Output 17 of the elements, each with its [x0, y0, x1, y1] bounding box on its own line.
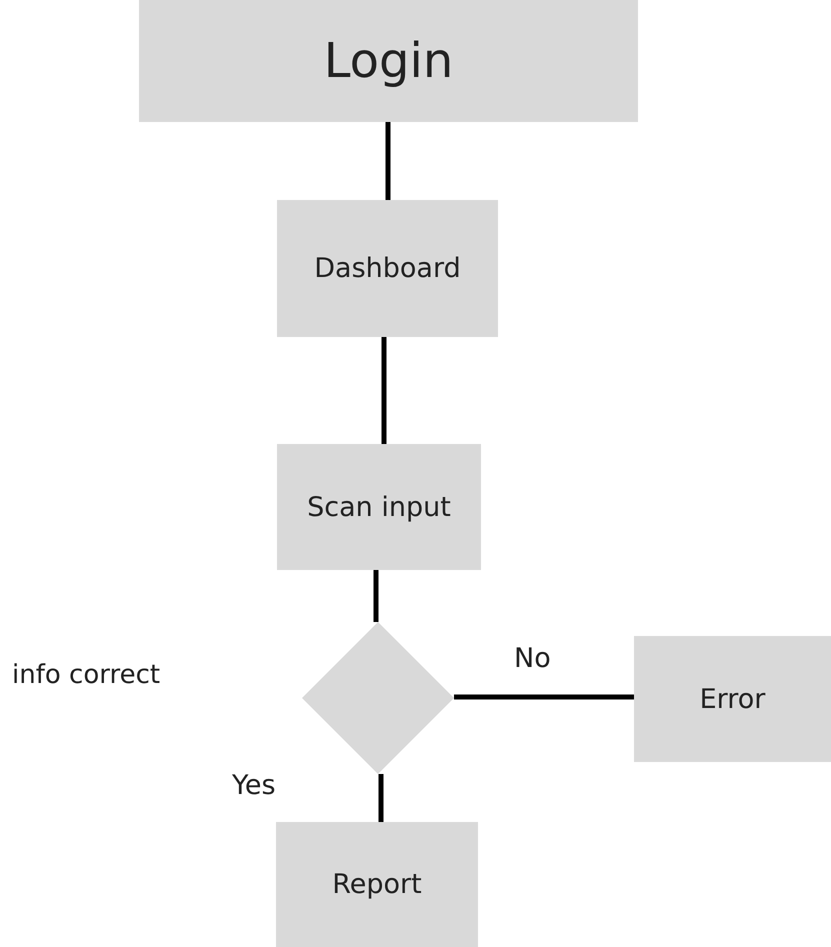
node-label: Dashboard	[314, 253, 461, 284]
connector-line	[374, 570, 378, 622]
node-label: Scan input	[307, 492, 451, 522]
node-label: Error	[700, 684, 766, 714]
node-label: Login	[324, 33, 454, 89]
connector-line	[378, 774, 384, 822]
note-label: info correct	[12, 660, 160, 690]
process-box	[276, 822, 478, 947]
node-label: Report	[332, 869, 422, 900]
connector-line	[386, 122, 390, 200]
connector-line	[454, 694, 634, 700]
process-box	[277, 444, 481, 570]
process-box	[634, 636, 831, 762]
process-box	[139, 0, 638, 122]
connector-line	[382, 337, 386, 444]
decision-diamond	[302, 622, 454, 774]
process-box	[277, 200, 498, 337]
